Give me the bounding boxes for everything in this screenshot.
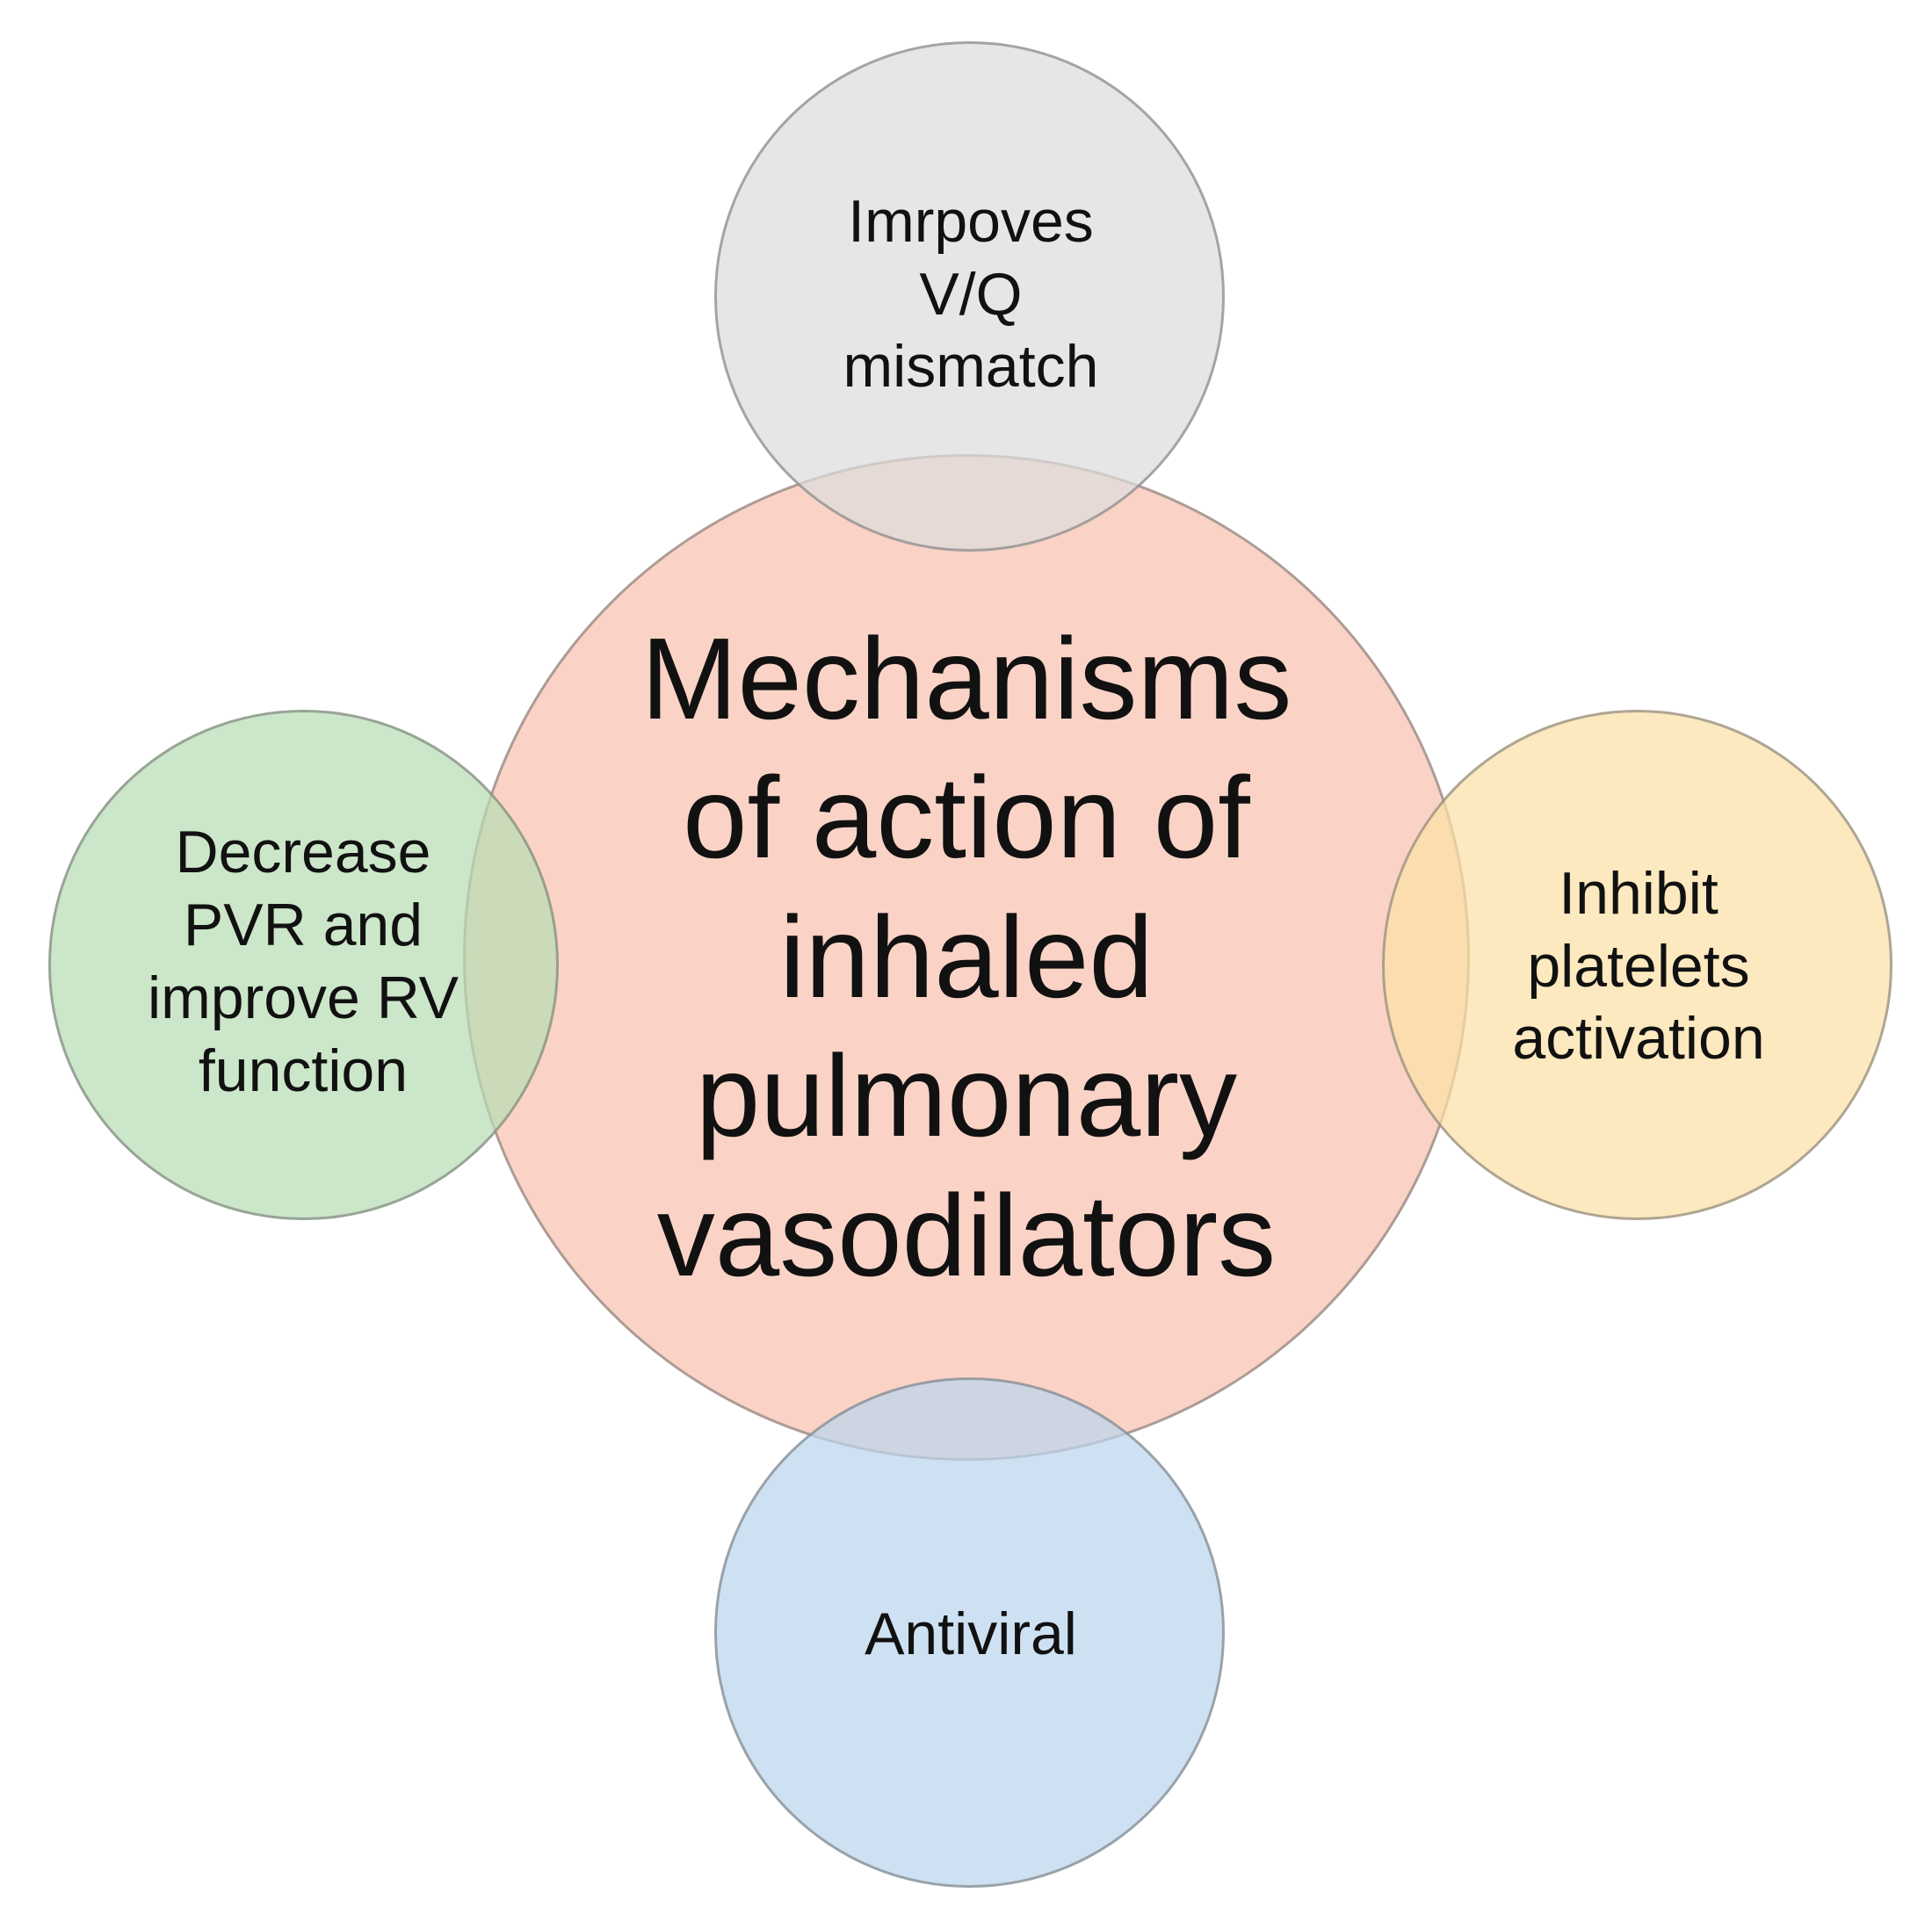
bottom-node-label: Antiviral [865, 1600, 1077, 1667]
left-node-label: Decrease PVR and improve RV function [148, 819, 459, 1104]
right-node-circle [1382, 710, 1892, 1220]
left-node-circle [48, 710, 559, 1220]
center-title: Mechanisms of action of inhaled pulmonar… [640, 614, 1292, 1300]
bottom-node-circle [714, 1377, 1225, 1888]
right-node-label: Inhibit platelets activation [1512, 859, 1765, 1073]
center-circle [463, 454, 1470, 1461]
top-node-label: Imrpoves V/Q mismatch [843, 187, 1099, 401]
top-node-circle [714, 41, 1225, 552]
